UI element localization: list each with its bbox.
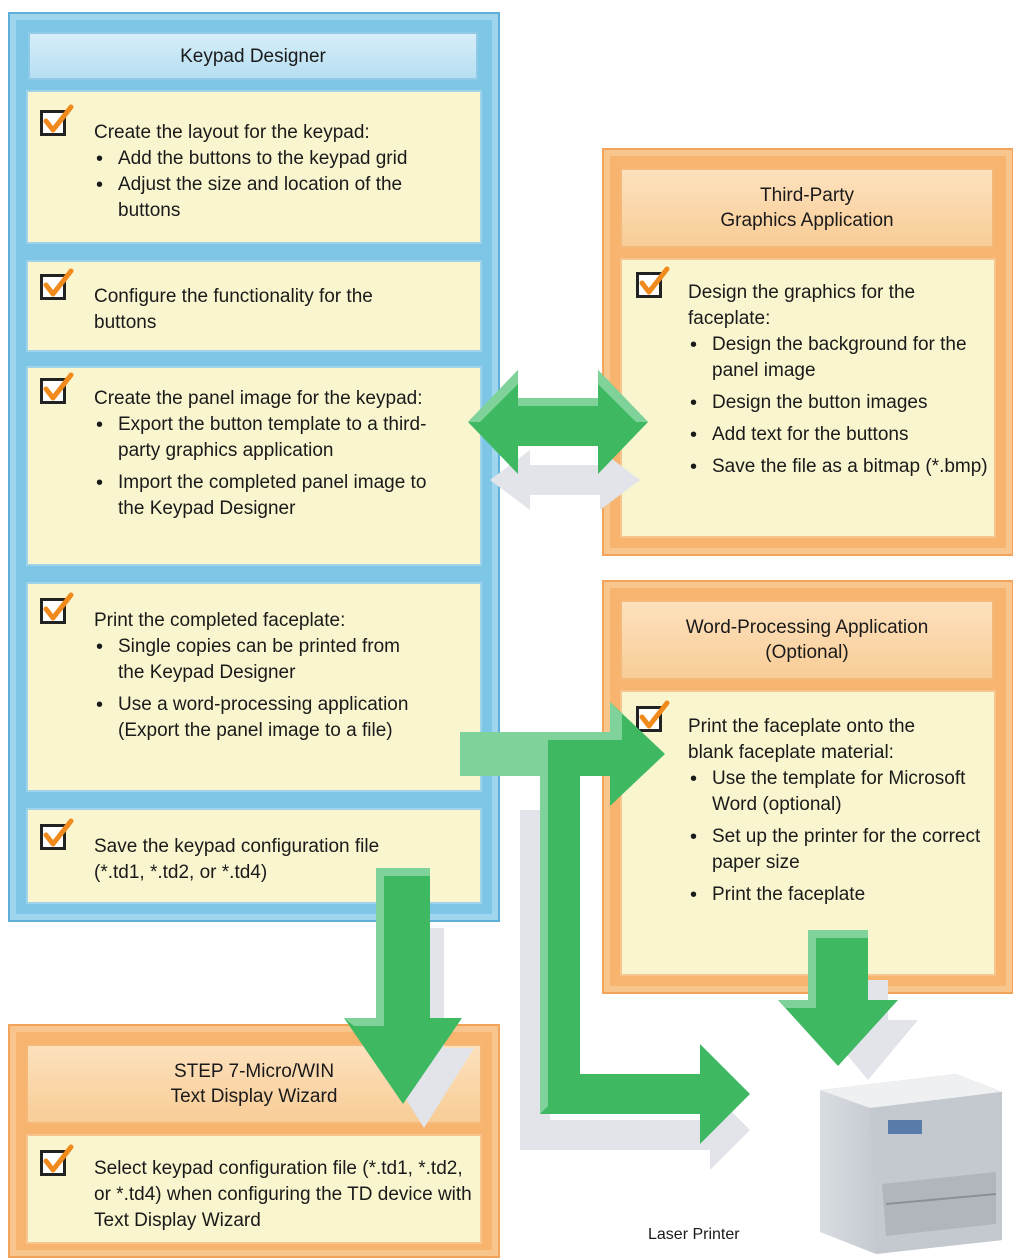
step-intro: Print the completed faceplate: — [94, 610, 346, 631]
checkbox-icon — [636, 266, 670, 298]
graphics-app-title-line1: Third-Party — [760, 185, 854, 206]
step-intro: Create the panel image for the keypad: — [94, 388, 423, 409]
laser-printer-label: Laser Printer — [648, 1226, 740, 1243]
list-item: Design the button images — [688, 390, 988, 416]
word-app-header: Word-Processing Application (Optional) — [620, 600, 994, 680]
list-item: Set up the printer for the correct paper… — [688, 824, 984, 876]
keypad-step-print — [26, 582, 482, 792]
keypad-step-panel-image-text: Create the panel image for the keypad: E… — [94, 386, 428, 522]
checkbox-icon — [40, 372, 74, 404]
down-arrow-icon — [344, 868, 474, 1128]
list-item: Design the background for the panel imag… — [688, 332, 988, 384]
t-arrow-icon — [460, 702, 750, 1170]
laser-printer-icon — [820, 1074, 1002, 1254]
wizard-text: Select keypad configuration file (*.td1,… — [94, 1158, 472, 1231]
list-item: Single copies can be printed from the Ke… — [94, 634, 424, 686]
list-item: Print the faceplate — [688, 882, 984, 908]
wizard-steps — [26, 1134, 482, 1244]
step-intro: Create the layout for the keypad: — [94, 122, 370, 143]
wizard-title-line1: STEP 7-Micro/WIN — [173, 1061, 335, 1082]
list-item: Use the template for Microsoft Word (opt… — [688, 766, 984, 818]
word-app-title-line2: (Optional) — [765, 642, 849, 663]
graphics-app-text: Design the graphics for the faceplate: D… — [688, 280, 988, 480]
list-item: Adjust the size and location of the butt… — [94, 172, 464, 224]
keypad-step-panel-image — [26, 366, 482, 566]
word-app-title-line1: Word-Processing Application — [685, 617, 929, 638]
checkbox-icon — [40, 818, 74, 850]
keypad-designer-title: Keypad Designer — [180, 45, 326, 67]
graphics-app-title-line2: Graphics Application — [720, 210, 894, 231]
graphics-app-header: Third-Party Graphics Application — [620, 168, 994, 248]
list-item: Add the buttons to the keypad grid — [94, 146, 464, 172]
checkbox-icon — [636, 700, 670, 732]
word-app-text: Print the faceplate onto the blank facep… — [688, 714, 984, 908]
list-item: Use a word-processing application (Expor… — [94, 692, 424, 744]
keypad-step-print-text: Print the completed faceplate: Single co… — [94, 608, 424, 744]
keypad-step-functionality-text: Configure the functionality for the butt… — [94, 286, 373, 333]
checkbox-icon — [40, 104, 74, 136]
keypad-step-layout-text: Create the layout for the keypad: Add th… — [94, 120, 464, 224]
list-item: Import the completed panel image to the … — [94, 470, 428, 522]
list-item: Add text for the buttons — [688, 422, 988, 448]
step-intro: Print the faceplate onto the blank facep… — [688, 716, 916, 763]
step-intro: Design the graphics for the faceplate: — [688, 282, 916, 329]
keypad-step-functionality — [26, 260, 482, 352]
wizard-title-line2: Text Display Wizard — [170, 1086, 338, 1107]
double-arrow-icon — [468, 370, 648, 510]
down-arrow-icon — [778, 930, 918, 1080]
keypad-designer-header: Keypad Designer — [28, 32, 478, 80]
list-item: Save the file as a bitmap (*.bmp) — [688, 454, 988, 480]
checkbox-icon — [40, 268, 74, 300]
keypad-step-save-text: Save the keypad configuration file (*.td… — [94, 836, 380, 883]
checkbox-icon — [40, 592, 74, 624]
checkbox-icon — [40, 1144, 74, 1176]
list-item: Export the button template to a third-pa… — [94, 412, 428, 464]
